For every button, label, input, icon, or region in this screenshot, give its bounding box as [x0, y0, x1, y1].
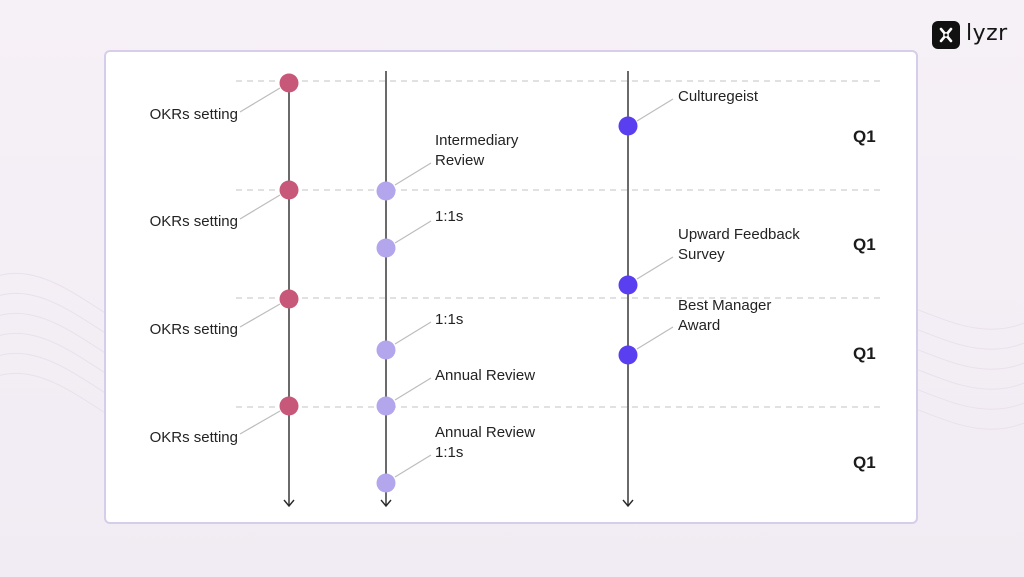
culture-node: [618, 116, 638, 136]
review-node: [376, 181, 396, 201]
okr-label: OKRs setting: [149, 106, 238, 123]
okr-label: OKRs setting: [149, 429, 238, 446]
culture-label: Best Manager Award: [678, 297, 772, 334]
review-node: [376, 396, 396, 416]
okr-node: [279, 73, 299, 93]
okr-connector: [239, 87, 281, 113]
okr-connector: [239, 194, 281, 220]
timeline-card: OKRs setting OKRs setting OKRs setting O…: [104, 50, 918, 524]
review-connector: [394, 162, 432, 186]
quarter-label: Q1: [853, 344, 876, 363]
review-connector: [394, 377, 432, 401]
culture-connector: [636, 98, 674, 122]
okr-node: [279, 180, 299, 200]
review-connector: [394, 454, 432, 478]
quarter-label: Q1: [853, 127, 876, 146]
okr-node: [279, 396, 299, 416]
review-axis: [380, 71, 392, 508]
review-label: Annual Review 1:1s: [435, 424, 536, 461]
review-node: [376, 340, 396, 360]
quarter-label: Q1: [853, 235, 876, 254]
okr-connector: [239, 410, 281, 435]
review-label: 1:1s: [435, 311, 464, 328]
review-label: 1:1s: [435, 208, 464, 225]
culture-label: Upward Feedback Survey: [678, 226, 800, 263]
review-connector: [394, 321, 432, 345]
culture-connector: [636, 326, 674, 350]
culture-label: Culturegeist: [678, 88, 759, 105]
okr-label: OKRs setting: [149, 213, 238, 230]
quarter-label: Q1: [853, 453, 876, 472]
review-connector: [394, 220, 432, 244]
culture-connector: [636, 256, 674, 280]
lyzr-logo: lyzr: [932, 21, 1008, 49]
culture-node: [618, 275, 638, 295]
okr-label: OKRs setting: [149, 321, 238, 338]
okr-node: [279, 289, 299, 309]
okr-connector: [239, 303, 281, 328]
timeline-diagram: [236, 71, 882, 508]
review-label: Annual Review: [435, 367, 536, 384]
review-node: [376, 238, 396, 258]
lyzr-logo-text: lyzr: [966, 20, 1008, 46]
review-node: [376, 473, 396, 493]
culture-node: [618, 345, 638, 365]
review-label: Intermediary Review: [435, 132, 519, 169]
lyzr-logo-mark-icon: [932, 21, 960, 49]
